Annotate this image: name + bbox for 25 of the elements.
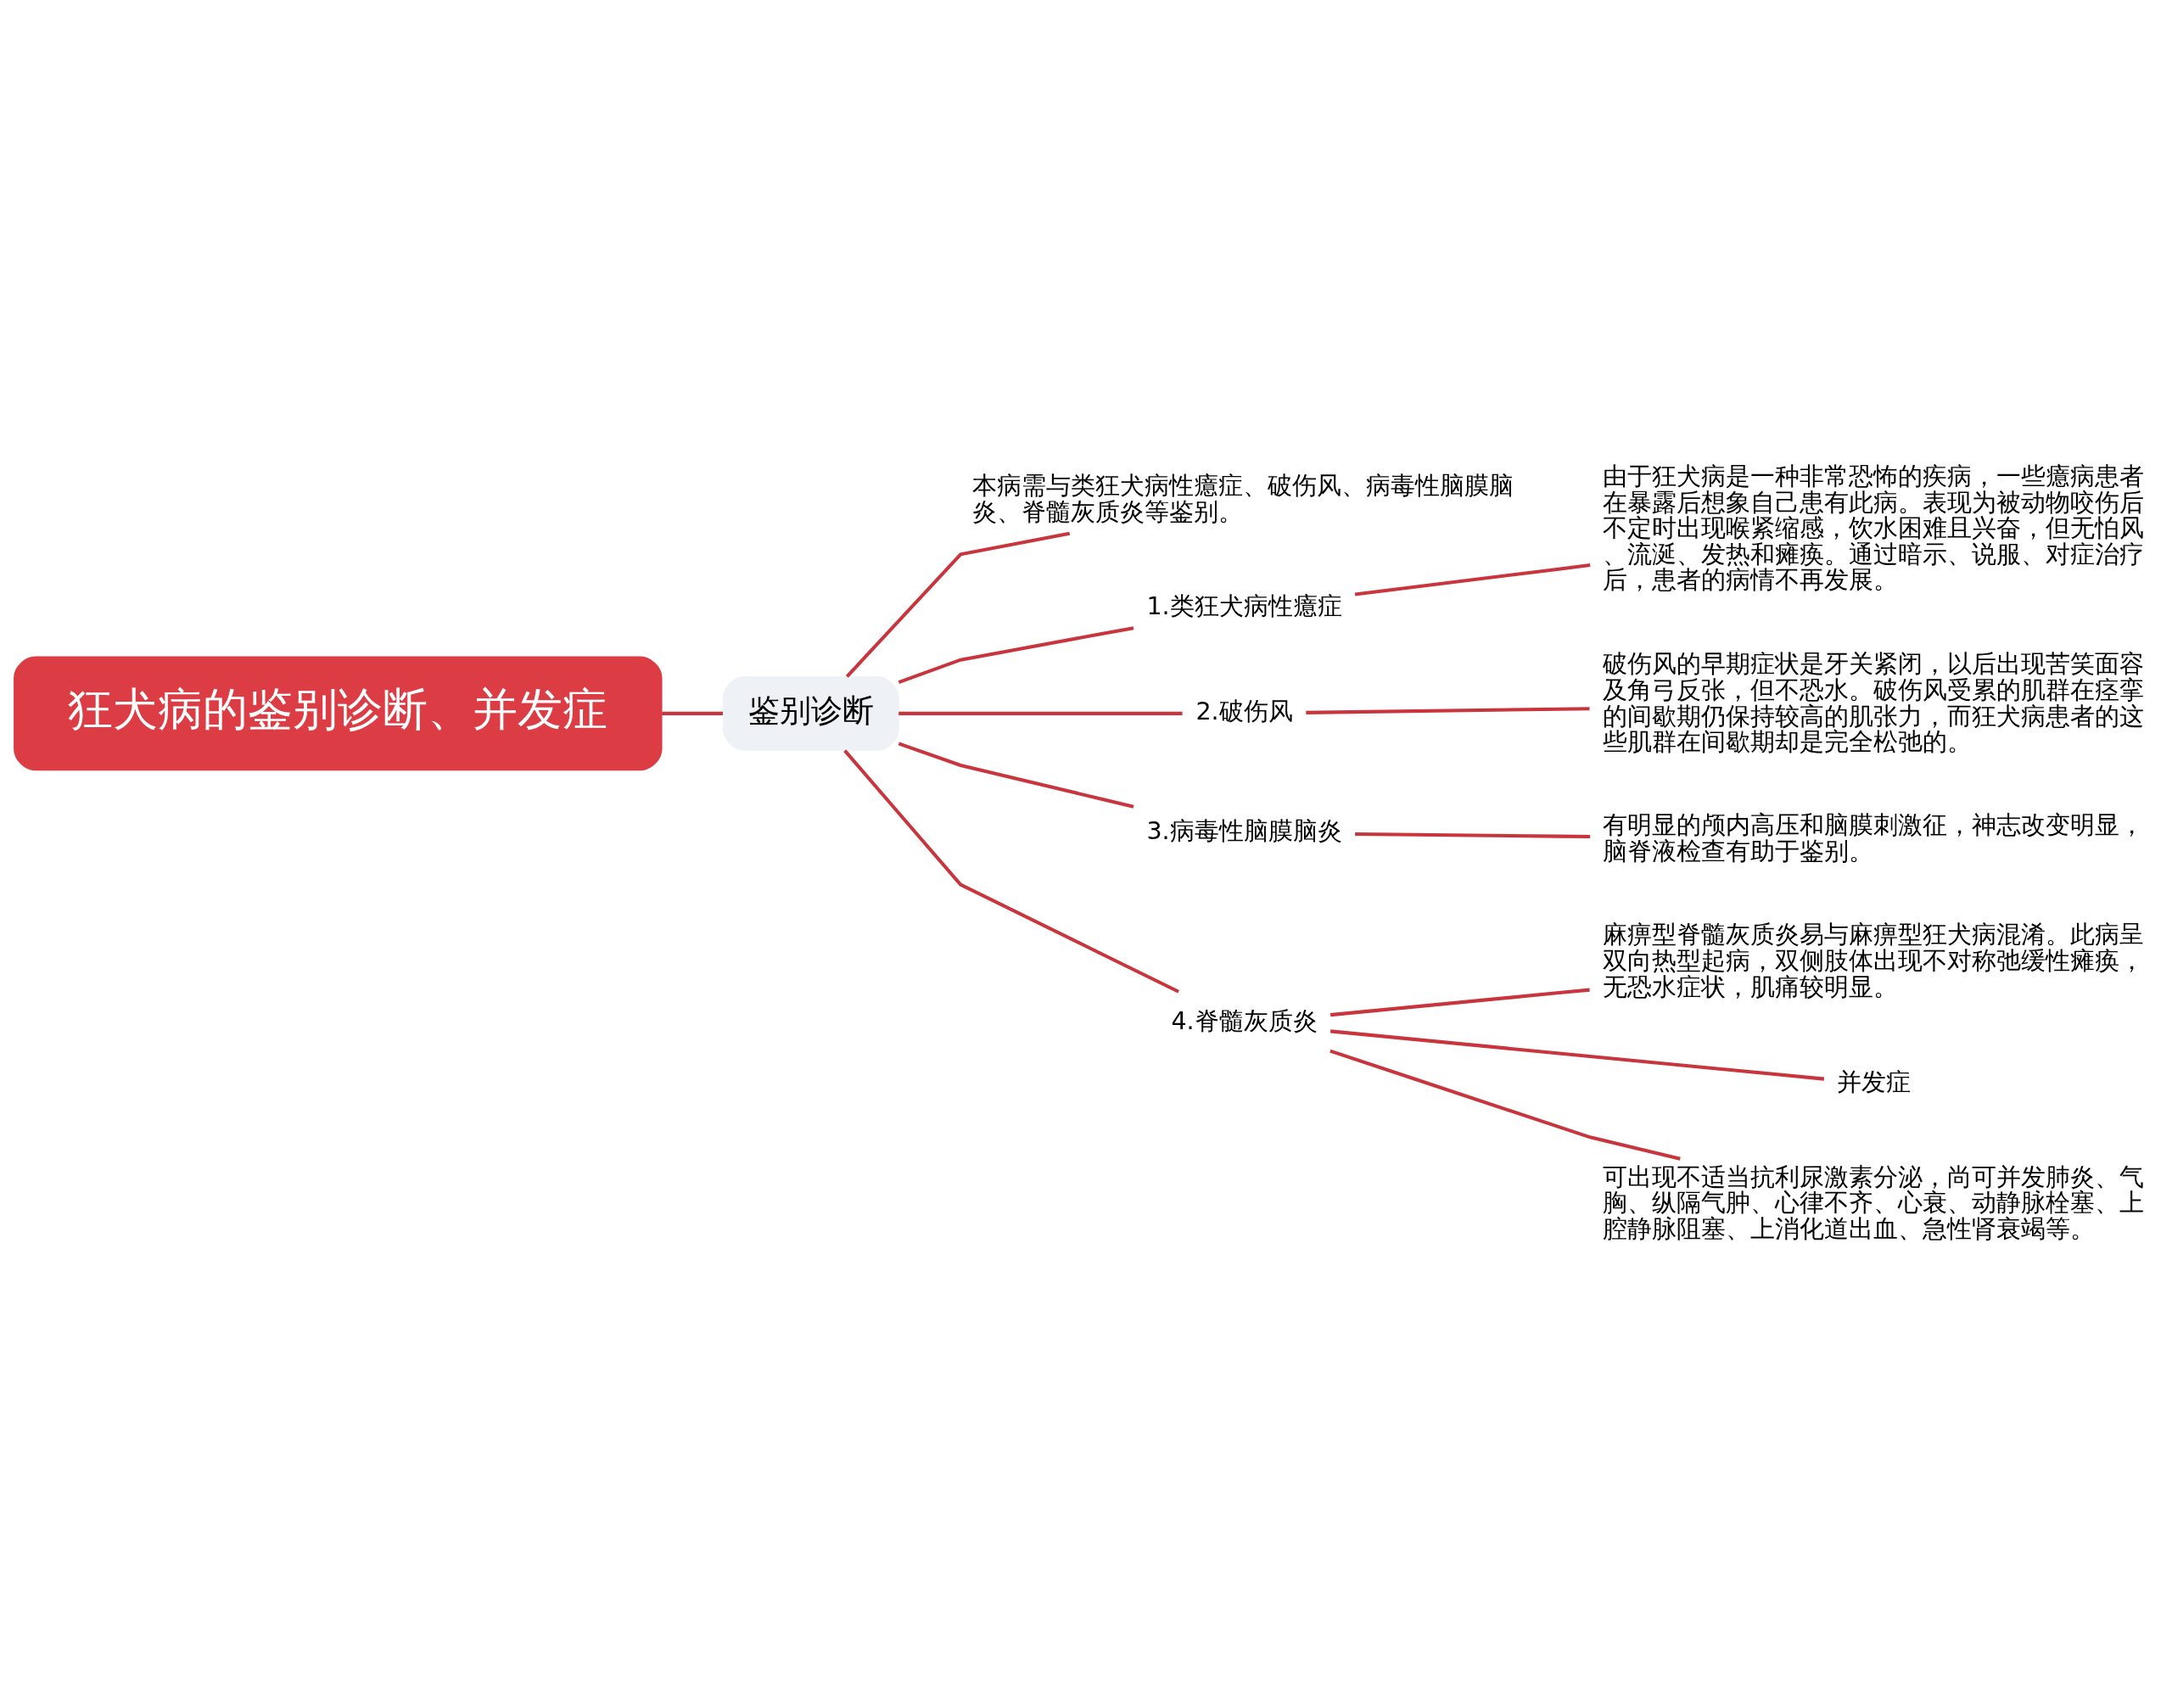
node-text: 2.破伤风 [1195,697,1293,725]
connector [845,531,1071,678]
node-text: 本病需与类狂犬病性癔症、破伤风、病毒性脑膜脑炎、脊髓灰质炎等鉴别。 [972,471,1514,526]
connector [1306,706,1590,714]
connector [1355,832,1591,838]
node-text: 破伤风的早期症状是牙关紧闭，以后出现苦笑面容及角弓反张，但不恐水。破伤风受累的肌群在痉挛的间歇期仍保持较高的肌张力，而狂犬病患者的这些肌群在间歇期却是完全松弛的。 [1602,649,2144,756]
node-text: 由于狂犬病是一种非常恐怖的疾病，一些癔病患者在暴露后想象自己患有此病。表现为被动物咬伤后不定时出现喉紧缩感，饮水困难且兴奋，但无怕风、流涎、发热和瘫痪。通过暗示、说服、对症治疗后，患者的病情不再发展。 [1602,462,2144,594]
connector [1354,563,1591,596]
node-box: 狂犬病的鉴别诊断、并发症 [14,656,663,770]
connector [1330,1049,1681,1161]
node-text: 4.脊髓灰质炎 [1171,1006,1318,1035]
connector [898,625,1134,684]
node-text: 3.病毒性脑膜脑炎 [1146,816,1342,845]
node-text: 麻痹型脊髓灰质炎易与麻痹型狂犬病混淆。此病呈双向热型起病，双侧肢体出现不对称弛缓性瘫痪，无恐水症状，肌痛较明显。 [1602,920,2144,1001]
node-text: 1.类狂犬病性癔症 [1146,591,1342,620]
connector [898,711,1183,715]
connector [898,742,1134,809]
node-text: 可出现不适当抗利尿激素分泌，尚可并发肺炎、气胸、纵隔气肿、心律不齐、心衰、动静脉栓塞、上腔静脉阻塞、上消化道出血、急性肾衰竭等。 [1602,1162,2144,1243]
node-text: 并发症 [1837,1067,1912,1096]
connector [843,748,1179,994]
node-box: 鉴别诊断 [722,675,899,751]
node-text: 有明显的颅内高压和脑膜刺激征，神志改变明显，脑脊液检查有助于鉴别。 [1602,810,2144,865]
connector [662,711,723,715]
connector [1330,1028,1825,1081]
connector [1330,988,1590,1016]
